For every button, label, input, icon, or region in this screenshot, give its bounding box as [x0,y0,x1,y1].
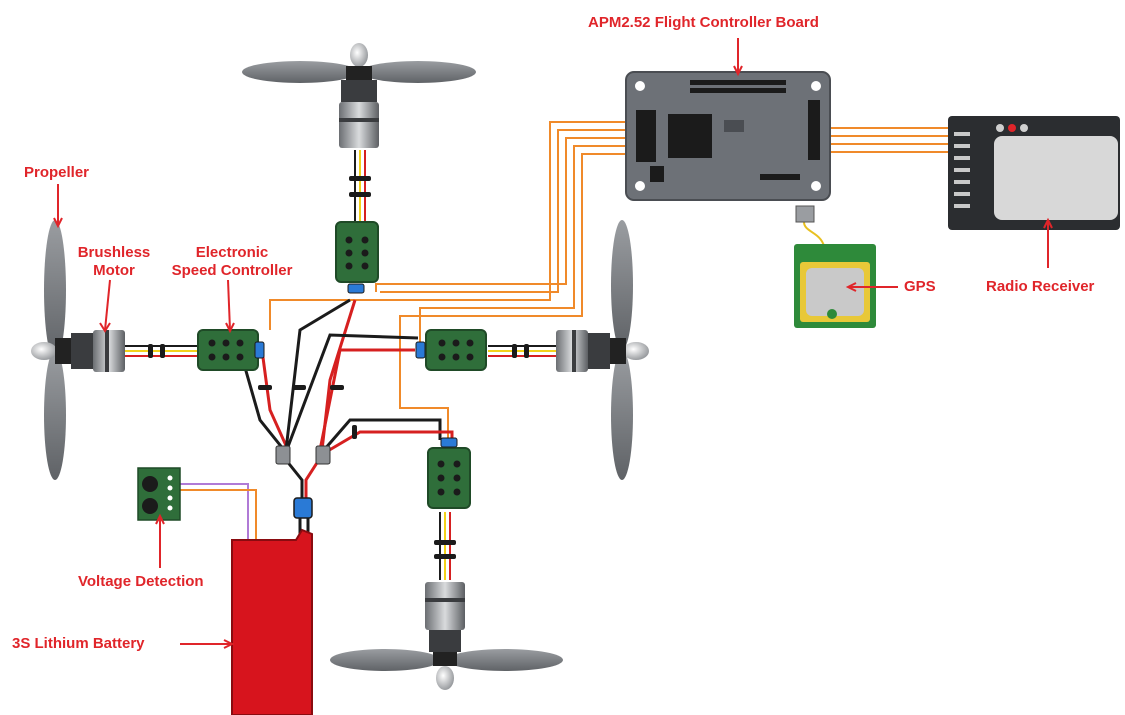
esc-top [335,221,379,294]
label-gps: GPS [904,278,936,295]
propeller-top [242,43,476,83]
brushless-motor-top [339,66,379,148]
propeller-right [611,220,649,480]
label-pointers [53,38,1053,649]
gps-module-icon [794,205,876,328]
bullet-connectors [148,176,529,559]
label-propeller: Propeller [24,164,90,181]
label-esc-line2: Speed Controller [171,262,293,279]
battery-icon [231,528,313,715]
brushless-motor-left [55,330,125,372]
esc-bottom [427,437,471,509]
label-voltage-detection: Voltage Detection [78,573,204,590]
label-radio-receiver: Radio Receiver [986,278,1095,295]
brushless-motor-right [556,330,626,372]
propeller-bottom [330,649,563,690]
label-flight-controller-board: APM2.52 Flight Controller Board [588,14,819,31]
signal-wires-fc-to-receiver [830,127,948,153]
radio-receiver-icon [948,116,1120,230]
label-esc-line1: Electronic [195,244,269,261]
esc-left [197,329,265,371]
esc-right [415,329,487,371]
power-splitter [275,445,331,540]
signal-wires-fc-to-escs [269,121,628,440]
label-battery: 3S Lithium Battery [12,635,145,652]
label-brushless-motor-line2: Motor [93,262,135,279]
brushless-motor-bottom [425,582,465,666]
propeller-left [31,220,66,480]
label-brushless-motor-line1: Brushless [77,244,151,261]
label-brushless-motor: Brushless Motor [64,244,164,280]
label-esc: Electronic Speed Controller [162,244,302,280]
voltage-sensor-icon [137,467,181,521]
flight-controller-icon [625,71,831,201]
gps-cable [803,221,825,247]
